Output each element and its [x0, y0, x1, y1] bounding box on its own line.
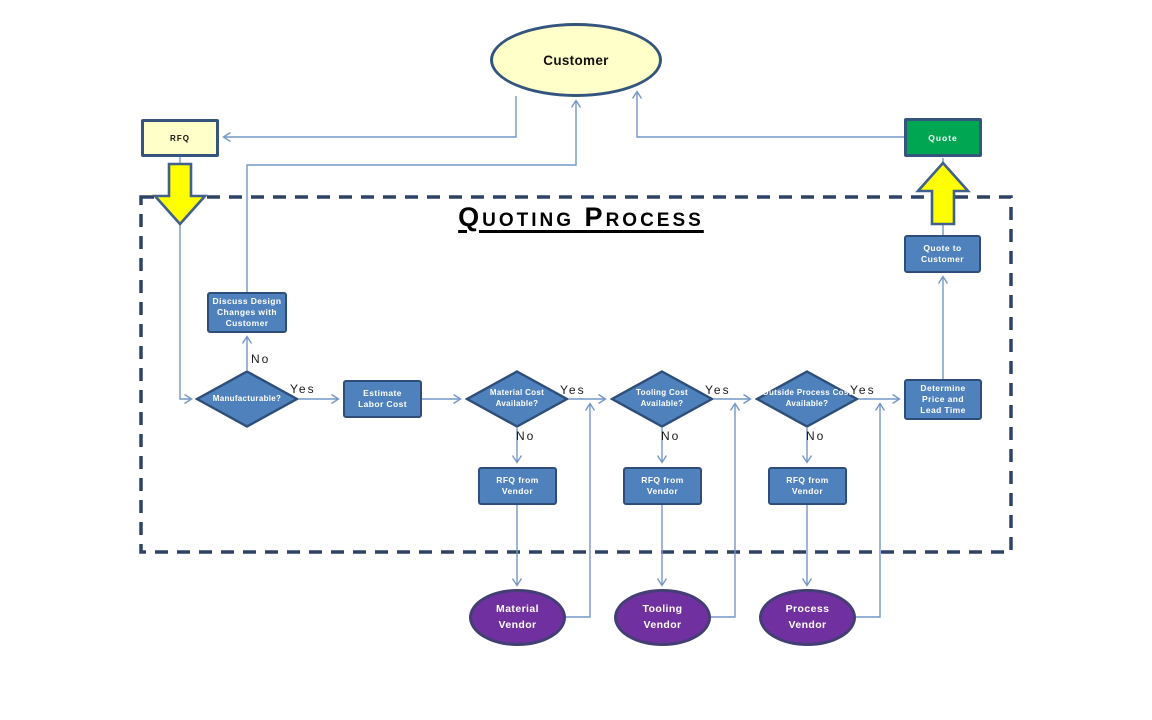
edge-discuss-to-customer — [246, 99, 582, 292]
node-customer-label: Customer — [543, 52, 609, 68]
decision-outside-process-cost: Outside Process Cost Available? — [755, 370, 859, 428]
node-material-vendor-label: Material Vendor — [496, 603, 539, 631]
decision-tooling-cost-label: Tooling Cost Available? — [636, 388, 688, 408]
node-discuss-design-label: Discuss Design Changes with Customer — [212, 295, 282, 329]
decision-material-cost-label: Material Cost Available? — [489, 388, 545, 408]
node-tooling-vendor-label: Tooling Vendor — [642, 603, 683, 631]
edge-label-yes-tooling: Yes — [705, 383, 731, 397]
diamond-shape-icon — [755, 370, 859, 428]
decision-outside-process-cost-label: Outside Process Cost Available? — [762, 388, 852, 408]
node-material-vendor: Material Vendor — [469, 589, 566, 646]
edge-process-vendor-return — [856, 402, 886, 618]
edge-label-yes-material: Yes — [560, 383, 586, 397]
decision-tooling-cost: Tooling Cost Available? — [610, 370, 714, 428]
node-process-vendor: Process Vendor — [759, 589, 856, 646]
node-customer: Customer — [490, 23, 662, 97]
node-quote-label: Quote — [928, 132, 958, 143]
edge-label-no-manufacturable: No — [251, 352, 271, 366]
block-arrow-up-icon — [915, 161, 971, 226]
node-rfq-from-vendor-label: RFQ from Vendor — [641, 474, 684, 496]
node-rfq-label: RFQ — [170, 133, 190, 143]
node-rfq-from-vendor-label: RFQ from Vendor — [786, 474, 829, 496]
node-rfq-from-vendor-material: RFQ from Vendor — [478, 467, 557, 505]
node-quote: Quote — [904, 118, 982, 157]
decision-manufacturable: Manufacturable? — [195, 370, 299, 428]
node-estimate-labor: Estimate Labor Cost — [343, 380, 422, 418]
node-tooling-vendor: Tooling Vendor — [614, 589, 711, 646]
edge-tooling-vendor-return — [711, 402, 741, 618]
edge-material-vendor-return — [566, 402, 596, 618]
node-discuss-design: Discuss Design Changes with Customer — [207, 292, 287, 333]
node-rfq: RFQ — [141, 119, 219, 157]
edge-rfq-to-manufacturable — [179, 222, 193, 405]
node-process-vendor-label: Process Vendor — [785, 603, 830, 631]
edge-label-yes-manufacturable: Yes — [290, 382, 316, 396]
block-arrow-down-icon — [152, 162, 208, 226]
diamond-shape-icon — [610, 370, 714, 428]
node-quote-to-customer: Quote to Customer — [904, 235, 981, 273]
node-estimate-labor-label: Estimate Labor Cost — [358, 387, 407, 409]
node-determine-price-label: Determine Price and Lead Time — [920, 382, 966, 416]
node-rfq-from-vendor-label: RFQ from Vendor — [496, 474, 539, 496]
diagram-title: Quoting Process — [458, 202, 704, 232]
node-quote-to-customer-label: Quote to Customer — [921, 242, 964, 264]
edge-label-no-material: No — [516, 429, 536, 443]
node-rfq-from-vendor-process: RFQ from Vendor — [768, 467, 847, 505]
node-determine-price: Determine Price and Lead Time — [904, 379, 982, 420]
edge-customer-to-rfq — [222, 96, 517, 143]
diamond-shape-icon — [195, 370, 299, 428]
decision-manufacturable-label: Manufacturable? — [212, 393, 282, 403]
decision-material-cost: Material Cost Available? — [465, 370, 569, 428]
edge-quote-to-customer — [631, 90, 904, 138]
node-rfq-from-vendor-tooling: RFQ from Vendor — [623, 467, 702, 505]
edge-label-no-outside: No — [806, 429, 826, 443]
edge-label-yes-outside: Yes — [850, 383, 876, 397]
diamond-shape-icon — [465, 370, 569, 428]
edge-label-no-tooling: No — [661, 429, 681, 443]
process-boundary-dashed-border — [139, 195, 1013, 554]
